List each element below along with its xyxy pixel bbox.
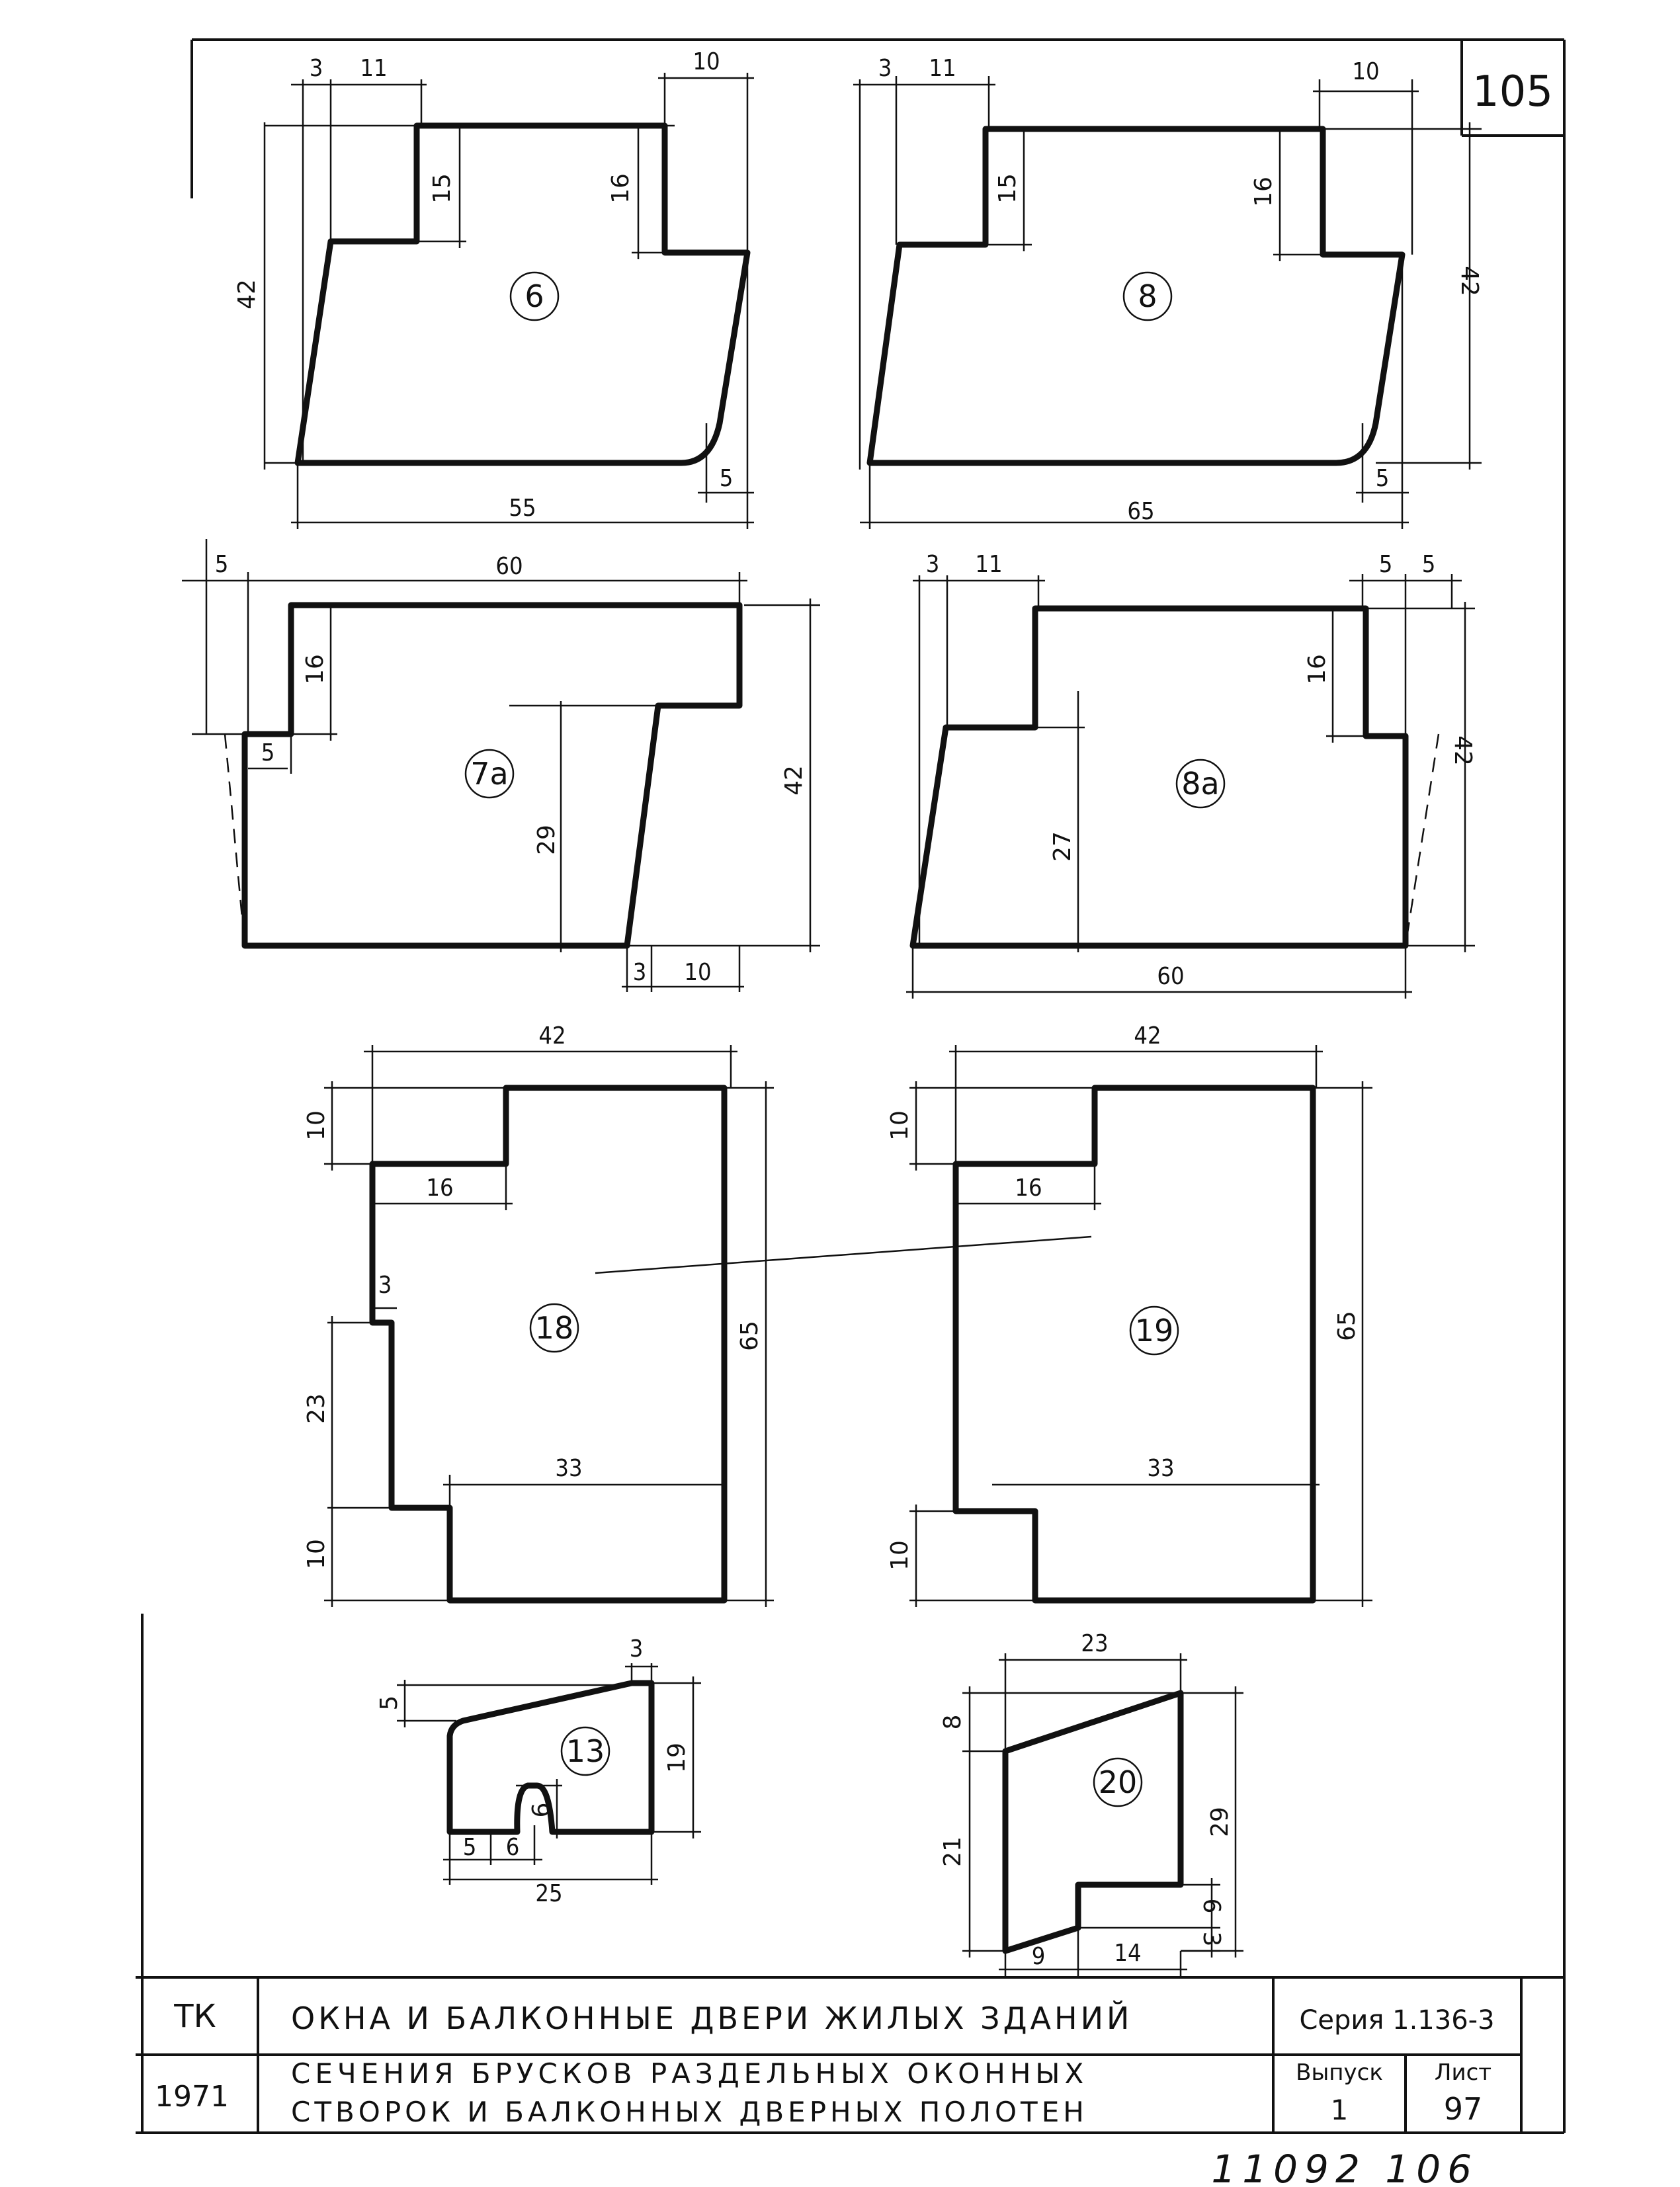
issue-number: 1 (1331, 2094, 1349, 2126)
dim-label: 42 (780, 765, 808, 796)
dim-label: 6 (506, 1834, 520, 1861)
dim-label: 5 (1422, 551, 1436, 578)
dim-label: 14 (1114, 1940, 1141, 1967)
dim-label: 3 (630, 1635, 644, 1663)
dim-label: 42 (538, 1022, 566, 1050)
dim-label: 33 (1147, 1455, 1174, 1482)
dim-label: 55 (509, 495, 536, 522)
series-number: Серия 1.136-3 (1299, 2005, 1494, 2036)
section-6: 6 3 11 10 15 16 42 5 55 (233, 48, 754, 529)
section-19: 19 42 10 16 65 33 10 (886, 1022, 1372, 1607)
dim-label: 8 (939, 1715, 966, 1730)
dim-label: 42 (1456, 266, 1483, 296)
drawing-subtitle-line2: СТВОРОК И БАЛКОННЫХ ДВЕРНЫХ ПОЛОТЕН (291, 2096, 1088, 2128)
dim-label: 5 (215, 551, 229, 578)
dim-label: 16 (607, 173, 634, 204)
dim-label: 60 (1157, 963, 1184, 990)
section-label: 20 (1099, 1764, 1138, 1800)
dim-label: 10 (693, 48, 720, 75)
dim-label: 29 (533, 825, 560, 855)
stray-line (595, 1235, 1092, 1274)
org-code: ТК (173, 1998, 216, 2035)
dim-label: 5 (1379, 551, 1393, 578)
dim-label: 5 (720, 465, 734, 492)
dim-label: 15 (994, 173, 1021, 204)
dim-label: 60 (495, 553, 523, 580)
dim-label: 5 (261, 739, 275, 766)
dim-label: 5 (1376, 465, 1390, 492)
section-20: 20 23 8 29 21 6 3 9 14 (939, 1630, 1243, 1977)
section-label: 13 (566, 1733, 605, 1769)
dim-label: 3 (310, 55, 323, 82)
dim-label: 16 (426, 1175, 453, 1202)
dim-label: 19 (663, 1743, 691, 1773)
section-label: 8а (1181, 766, 1219, 802)
section-label: 19 (1135, 1313, 1174, 1348)
year: 1971 (155, 2080, 229, 2114)
dim-label: 10 (684, 959, 711, 986)
dim-label: 10 (303, 1539, 330, 1569)
dim-label: 33 (555, 1455, 582, 1482)
dim-label: 42 (1449, 735, 1476, 766)
dim-label: 15 (429, 173, 456, 204)
title-block: ТК 1971 ОКНА И БАЛКОННЫЕ ДВЕРИ ЖИЛЫХ ЗДА… (136, 1977, 1523, 2133)
dim-label: 65 (1127, 498, 1154, 525)
section-8a: 8а 3 11 5 5 16 27 42 60 (906, 551, 1476, 999)
dim-label: 3 (926, 551, 940, 578)
sheet-number: 105 (1472, 67, 1553, 116)
sheet-frame (136, 38, 1566, 2134)
dim-label: 16 (1015, 1175, 1042, 1202)
dim-label: 65 (736, 1321, 763, 1351)
drawing-subtitle-line1: СЕЧЕНИЯ БРУСКОВ РАЗДЕЛЬНЫХ ОКОННЫХ (291, 2057, 1088, 2090)
dim-label: 23 (1081, 1630, 1108, 1657)
dim-label: 16 (302, 654, 329, 684)
section-label: 7а (470, 756, 508, 792)
sheet-number-box: 105 (1460, 40, 1564, 137)
dim-label: 16 (1250, 177, 1277, 207)
dim-label: 3 (1198, 1932, 1225, 1947)
dim-label: 3 (878, 55, 892, 82)
dim-label: 27 (1049, 831, 1076, 862)
dim-label: 3 (633, 959, 647, 986)
sheet-index: 97 (1444, 2091, 1483, 2127)
dim-label: 6 (528, 1803, 555, 1818)
dim-label: 5 (376, 1696, 403, 1711)
dim-label: 42 (233, 279, 261, 309)
section-13: 13 3 5 19 6 5 6 25 (376, 1635, 701, 1907)
section-label: 18 (535, 1310, 574, 1346)
dim-label: 16 (1304, 654, 1331, 684)
dim-label: 65 (1333, 1311, 1361, 1341)
dim-label: 9 (1032, 1943, 1046, 1970)
dim-label: 5 (463, 1834, 477, 1861)
dim-label: 23 (303, 1393, 330, 1424)
dim-label: 11 (360, 55, 387, 82)
dim-label: 29 (1206, 1807, 1234, 1837)
issue-label: Выпуск (1296, 2059, 1383, 2086)
dim-label: 11 (929, 55, 956, 82)
drawing-title: ОКНА И БАЛКОННЫЕ ДВЕРИ ЖИЛЫХ ЗДАНИЙ (291, 2001, 1132, 2036)
dim-label: 6 (1198, 1899, 1225, 1914)
dim-label: 42 (1134, 1022, 1161, 1050)
dim-label: 11 (975, 551, 1002, 578)
dim-label: 10 (886, 1540, 913, 1571)
section-18: 18 42 10 16 3 23 65 33 10 (303, 1022, 774, 1607)
section-label: 6 (525, 278, 544, 314)
sheet-label: Лист (1435, 2059, 1491, 2086)
handwritten-inventory-number: 11092 106 (1211, 2147, 1478, 2187)
section-8: 8 3 11 10 15 16 42 5 65 (853, 55, 1483, 529)
dim-label: 10 (303, 1110, 330, 1141)
dim-label: 21 (939, 1836, 966, 1867)
dim-label: 25 (535, 1880, 562, 1907)
section-label: 8 (1138, 278, 1157, 314)
dim-label: 10 (1352, 58, 1379, 85)
dim-label: 10 (886, 1110, 913, 1141)
dim-label: 3 (378, 1272, 392, 1299)
section-7a: 7а 5 60 16 5 29 42 3 10 (182, 539, 820, 992)
